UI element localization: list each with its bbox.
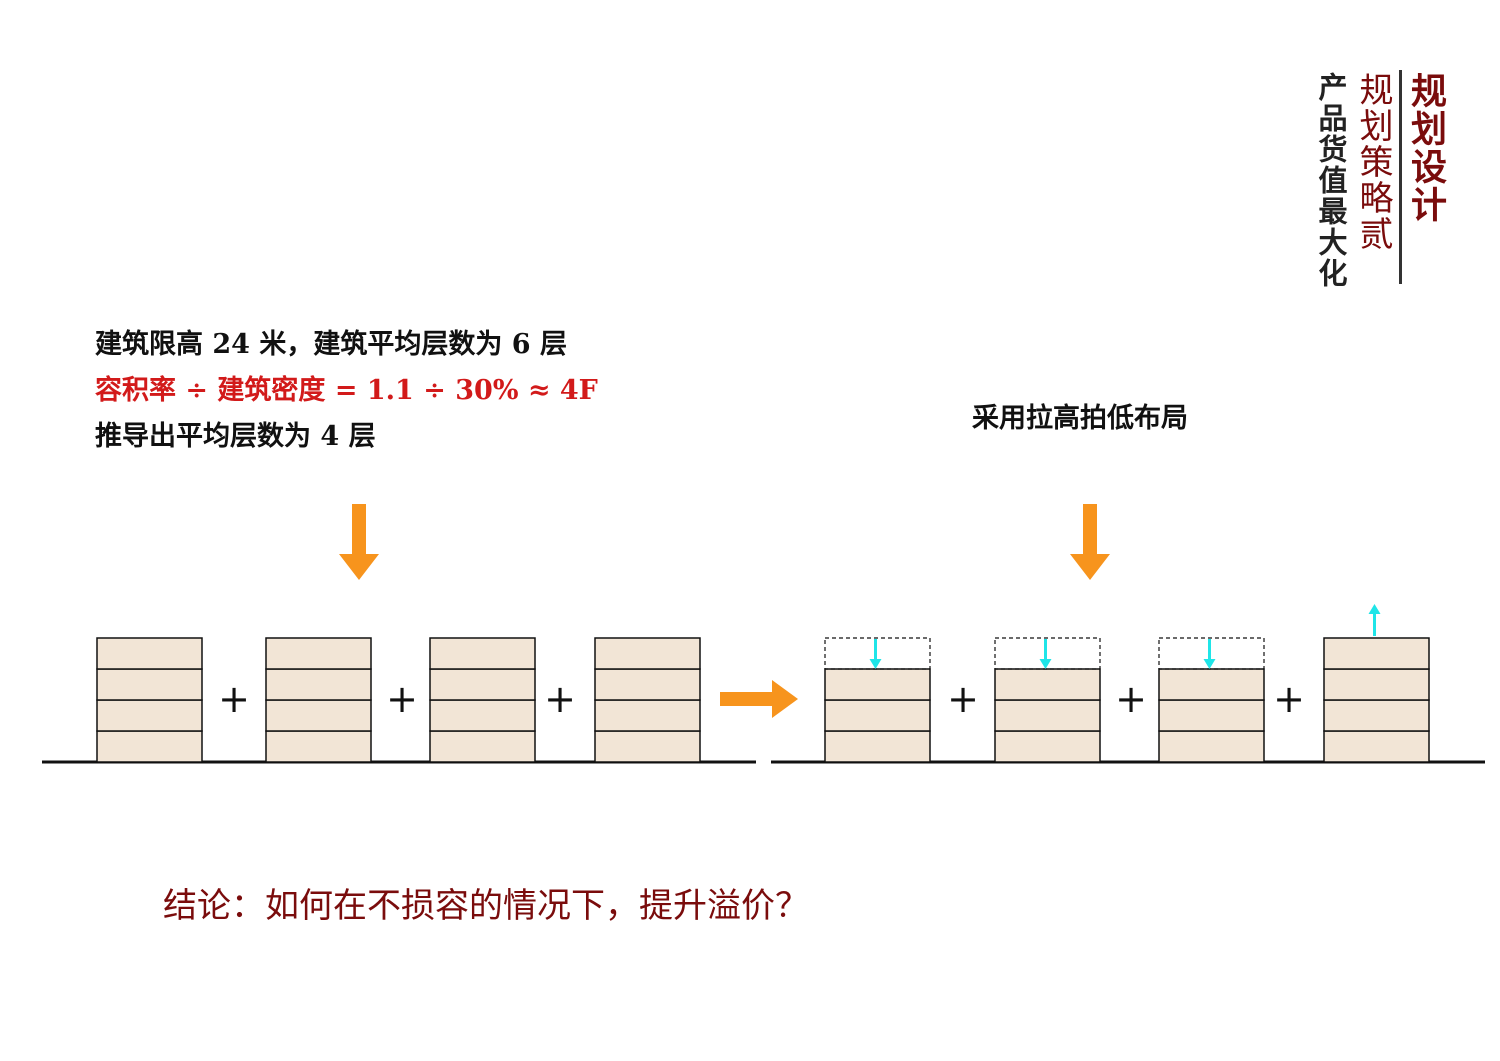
derived-floors-text: 推导出平均层数为 4 层 [95, 421, 376, 452]
left-building-3-floor [429, 668, 536, 701]
left-building-2-floor [265, 637, 372, 670]
plus-sign: + [218, 677, 250, 721]
right-building-4-floor [1323, 730, 1430, 763]
left-building-4-floor [594, 668, 701, 701]
right-building-2-removed-floor [994, 637, 1101, 670]
right-building-1-floor [824, 730, 931, 763]
plus-sign: + [1115, 677, 1147, 721]
right-building-1-removed-floor [824, 637, 931, 670]
left-building-1-floor [96, 730, 203, 763]
right-building-4-floor [1323, 668, 1430, 701]
left-building-4-floor [594, 730, 701, 763]
formula-text: 容积率 ÷ 建筑密度 = 1.1 ÷ 30% ≈ 4F [95, 375, 598, 406]
plus-sign: + [1273, 677, 1305, 721]
left-building-1-floor [96, 637, 203, 670]
cyan-up-arrowhead [1368, 604, 1381, 614]
left-building-3-floor [429, 637, 536, 670]
left-building-3-floor [429, 730, 536, 763]
plus-sign: + [386, 677, 418, 721]
layout-strategy-text: 采用拉高拍低布局 [972, 403, 1188, 434]
right-building-1-floor [824, 699, 931, 732]
transform-arrow [720, 680, 798, 718]
cyan-down-arrowhead [1039, 659, 1052, 669]
plus-sign: + [544, 677, 576, 721]
right-building-2-floor [994, 668, 1101, 701]
left-building-4-floor [594, 699, 701, 732]
conclusion-text: 结论：如何在不损容的情况下，提升溢价？ [163, 886, 809, 926]
right-building-4-floor [1323, 637, 1430, 670]
right-building-4-floor [1323, 699, 1430, 732]
page-tagline: 产品货值最大化 [1314, 72, 1348, 289]
right-building-2-floor [994, 730, 1101, 763]
right-building-3-floor [1158, 699, 1265, 732]
left-building-1-floor [96, 699, 203, 732]
left-building-2-floor [265, 699, 372, 732]
left-building-1-floor [96, 668, 203, 701]
page-subtitle: 规划策略贰 [1353, 72, 1393, 252]
title-divider [1399, 70, 1402, 284]
left-building-3-floor [429, 699, 536, 732]
right-building-2-floor [994, 699, 1101, 732]
right-building-1-floor [824, 668, 931, 701]
page-title: 规划设计 [1405, 72, 1447, 224]
cyan-down-arrowhead [1203, 659, 1216, 669]
down-arrow-right [1070, 504, 1110, 580]
plus-sign: + [947, 677, 979, 721]
height-limit-text: 建筑限高 24 米，建筑平均层数为 6 层 [95, 329, 567, 360]
left-building-4-floor [594, 637, 701, 670]
right-building-3-floor [1158, 730, 1265, 763]
left-building-2-floor [265, 668, 372, 701]
right-building-3-removed-floor [1158, 637, 1265, 670]
down-arrow-left [339, 504, 379, 580]
left-building-2-floor [265, 730, 372, 763]
cyan-down-arrowhead [869, 659, 882, 669]
right-building-3-floor [1158, 668, 1265, 701]
